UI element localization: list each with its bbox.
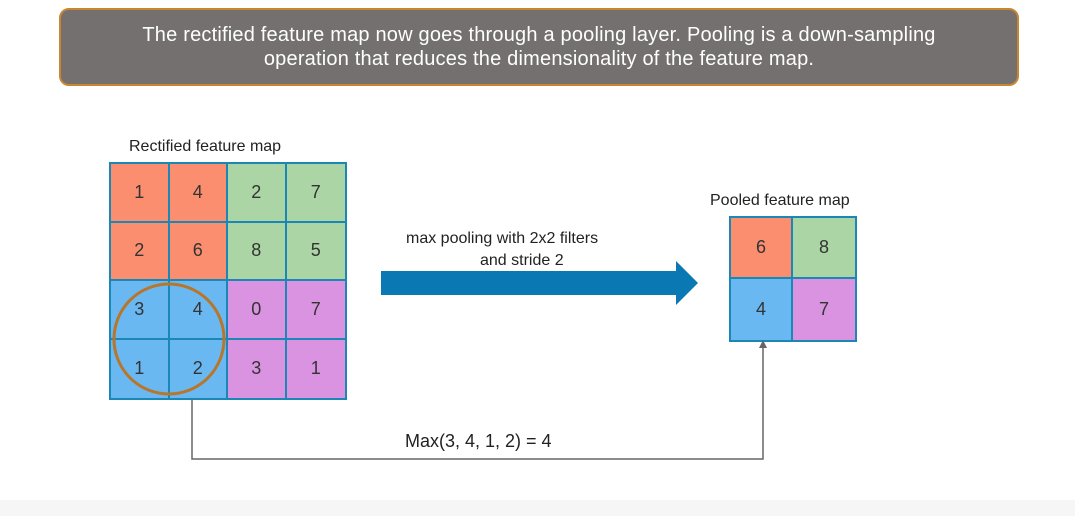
input-cell-r2c2: 6: [169, 222, 228, 281]
input-cell-r4c4: 1: [286, 339, 345, 398]
output-cell-r2c1: 4: [731, 279, 793, 340]
input-cell-r2c3: 8: [228, 222, 287, 281]
max-formula: Max(3, 4, 1, 2) = 4: [405, 431, 552, 451]
input-cell-r4c1: 1: [111, 339, 170, 398]
input-cell-r1c1: 1: [111, 164, 170, 223]
highlight-circle: [112, 282, 226, 396]
bottom-strip: [0, 500, 1075, 516]
input-cell-r1c2: 4: [169, 164, 228, 223]
input-map-title: Rectified feature map: [129, 138, 282, 155]
rectified-feature-map-grid: 1 4 2 7 2 6 8 5 3 4 0 7 1 2 3 1: [109, 162, 347, 400]
input-cell-r2c1: 2: [111, 222, 170, 281]
connector-arrowhead-icon: [759, 340, 767, 348]
output-cell-r1c2: 8: [793, 218, 855, 279]
banner-line-1: The rectified feature map now goes throu…: [142, 24, 936, 46]
connector-line: [191, 346, 764, 460]
output-cell-r2c2: 7: [793, 279, 855, 340]
arrow-label-line-2: and stride 2: [480, 252, 564, 269]
input-cell-r3c3: 0: [228, 281, 287, 340]
input-cell-r1c3: 2: [228, 164, 287, 223]
input-cell-r4c3: 3: [228, 339, 287, 398]
input-cell-r3c4: 7: [286, 281, 345, 340]
output-cell-r1c1: 6: [731, 218, 793, 279]
explanation-banner: The rectified feature map now goes throu…: [59, 8, 1019, 86]
arrow-label-line-1: max pooling with 2x2 filters: [406, 230, 599, 247]
input-cell-r3c2: 4: [169, 281, 228, 340]
input-cell-r2c4: 5: [286, 222, 345, 281]
pooled-feature-map-grid: 6 8 4 7: [729, 216, 857, 342]
pooling-arrow-icon: [381, 261, 698, 305]
input-cell-r1c4: 7: [286, 164, 345, 223]
input-cell-r4c2: 2: [169, 339, 228, 398]
banner-line-2: operation that reduces the dimensionalit…: [263, 48, 815, 70]
output-map-title: Pooled feature map: [710, 192, 850, 209]
